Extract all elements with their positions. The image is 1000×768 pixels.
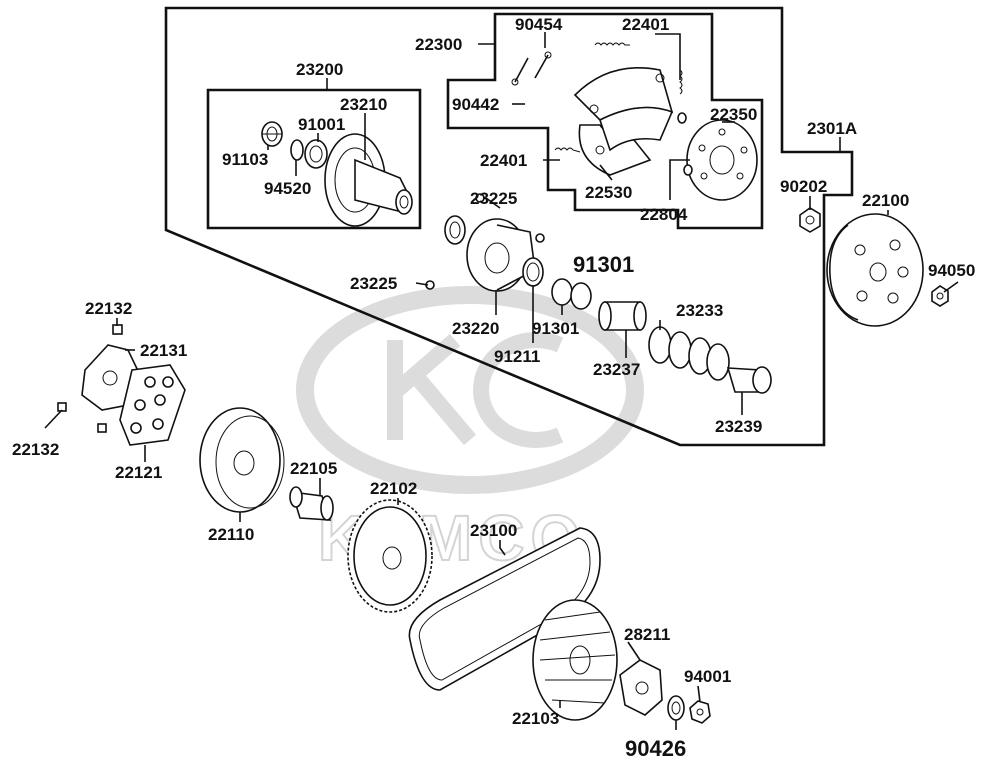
ratchet-28211 xyxy=(619,659,663,716)
clutch-spring-upper xyxy=(594,42,683,95)
drive-face-gear-22102 xyxy=(347,499,433,613)
fan-22103 xyxy=(532,599,618,721)
slider-22132-upper xyxy=(112,324,123,335)
label-22132-lower: 22132 xyxy=(12,440,59,459)
o-ring-91301 xyxy=(551,278,592,310)
label-23220: 23220 xyxy=(452,319,499,338)
label-22530: 22530 xyxy=(585,183,632,202)
assembly-outline-23200 xyxy=(206,88,422,230)
label-90426: 90426 xyxy=(625,736,686,761)
label-23225-lower: 23225 xyxy=(350,274,397,293)
label-90454: 90454 xyxy=(515,15,563,34)
nut-94001 xyxy=(689,700,711,724)
washer-90426 xyxy=(667,695,685,721)
label-94001: 94001 xyxy=(684,667,731,686)
clutch-plate-22350 xyxy=(686,119,758,201)
label-22131: 22131 xyxy=(140,341,187,360)
label-23239: 23239 xyxy=(715,417,762,436)
spring-seat-23239 xyxy=(726,366,772,394)
assembly-outline-22300 xyxy=(446,12,764,230)
drive-belt-23100 xyxy=(408,527,601,691)
label-23100: 23100 xyxy=(470,521,517,540)
bearing-91001 xyxy=(304,139,328,169)
leader-lines xyxy=(44,32,959,730)
part-number-labels: 22300 90454 22401 90442 22350 22401 2253… xyxy=(12,15,975,761)
label-91301-top: 91301 xyxy=(573,252,634,277)
label-22300: 22300 xyxy=(415,35,462,54)
label-91211: 91211 xyxy=(494,347,540,366)
weight-rollers-22121 xyxy=(119,364,186,446)
label-22102: 22102 xyxy=(370,479,417,498)
movable-drive-face-22110 xyxy=(199,407,285,513)
label-91301: 91301 xyxy=(532,319,579,338)
oil-seal-91211 xyxy=(522,257,544,287)
label-23225-upper: 23225 xyxy=(470,189,517,208)
label-22103: 22103 xyxy=(512,709,559,728)
label-22110: 22110 xyxy=(208,525,254,544)
label-94050: 94050 xyxy=(928,261,975,280)
label-91001: 91001 xyxy=(298,115,345,134)
clutch-shoe-assembly xyxy=(573,67,674,176)
label-2301a: 2301A xyxy=(807,119,857,138)
label-22105: 22105 xyxy=(290,459,337,478)
label-22401-upper: 22401 xyxy=(622,15,669,34)
label-91103: 91103 xyxy=(222,150,268,169)
pin-23225-upper xyxy=(475,193,545,243)
label-23210: 23210 xyxy=(340,95,387,114)
label-22350: 22350 xyxy=(710,105,757,124)
label-22804: 22804 xyxy=(640,205,688,224)
clutch-bell-22100 xyxy=(826,213,924,327)
nut-94050 xyxy=(931,285,949,307)
collar-23237 xyxy=(598,301,647,331)
spring-23233 xyxy=(648,326,730,381)
bushing-22105 xyxy=(289,486,334,521)
clip-90454 xyxy=(511,51,552,86)
label-28211: 28211 xyxy=(624,625,670,644)
label-23233: 23233 xyxy=(676,301,723,320)
label-22401-lower: 22401 xyxy=(480,151,527,170)
label-90202: 90202 xyxy=(780,177,827,196)
label-94520: 94520 xyxy=(264,179,311,198)
label-23200: 23200 xyxy=(296,60,343,79)
washer-22804 xyxy=(677,112,693,176)
label-22132-upper: 22132 xyxy=(85,299,132,318)
circlip-94520 xyxy=(290,139,304,161)
driven-pulley-face xyxy=(324,133,413,227)
clutch-spring-lower xyxy=(554,147,581,153)
label-22100: 22100 xyxy=(862,191,909,210)
label-90442: 90442 xyxy=(452,95,499,114)
oil-seal-left xyxy=(444,215,466,245)
label-22121: 22121 xyxy=(115,463,162,482)
assembly-outline-2301a xyxy=(164,6,854,447)
needle-bearing-91103 xyxy=(261,121,283,147)
nut-90202 xyxy=(799,207,821,233)
label-23237: 23237 xyxy=(593,360,640,379)
